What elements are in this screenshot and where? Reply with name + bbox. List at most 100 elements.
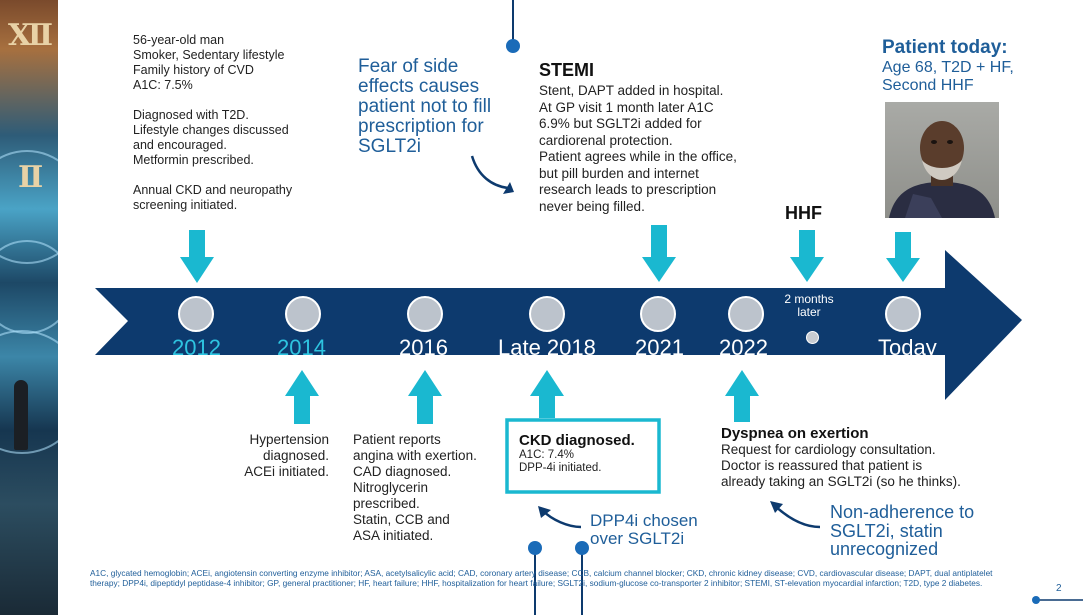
timeline-node bbox=[407, 296, 443, 332]
stemi-title: STEMI bbox=[539, 60, 595, 80]
down-arrow-icon bbox=[790, 230, 824, 282]
ckd-box-border bbox=[505, 418, 661, 494]
text-line: Fear of side bbox=[358, 56, 459, 77]
text-line: ASA initiated. bbox=[353, 528, 434, 543]
text-line: diagnosed. bbox=[262, 448, 329, 463]
text-line: effects causes bbox=[358, 76, 480, 97]
text-line: cardiorenal protection. bbox=[539, 132, 673, 148]
text-line: 6.9% but SGLT2i added for bbox=[539, 116, 702, 131]
text-line: Statin, CCB and bbox=[353, 512, 450, 527]
ckd-title: CKD diagnosed. bbox=[519, 432, 635, 449]
curved-arrow-icon bbox=[541, 509, 582, 529]
text-line: Lifestyle changes discussed bbox=[133, 123, 289, 137]
down-arrow-icon bbox=[642, 225, 676, 282]
dyspnea-title: Dyspnea on exertion bbox=[721, 425, 869, 442]
up-arrow-icon bbox=[285, 370, 319, 424]
year-label: 2016 bbox=[399, 335, 448, 360]
interval-label-line: 2 months bbox=[784, 292, 834, 306]
fear-side-effects-callout: Fear of side effects causes patient not … bbox=[358, 57, 491, 157]
initial-presentation-text: 56-year-old man Smoker, Sedentary lifest… bbox=[133, 33, 292, 213]
text-line: Patient agrees while in the office, bbox=[539, 149, 737, 164]
connector-dot bbox=[506, 39, 520, 53]
dpp4i-callout: DPP4i chosen over SGLT2i bbox=[590, 512, 698, 548]
text-line: SGLT2i bbox=[358, 136, 422, 157]
year-label: 2012 bbox=[172, 335, 221, 360]
interval-label: 2 months later bbox=[774, 293, 844, 319]
abbreviations-footnote: A1C, glycated hemoglobin; ACEi, angioten… bbox=[90, 568, 993, 588]
connector-dot bbox=[528, 541, 542, 555]
year-label: 2022 bbox=[719, 335, 768, 360]
text-line: A1C: 7.4% bbox=[519, 449, 574, 461]
up-arrow-icon bbox=[530, 370, 564, 418]
stemi-event: STEMI Stent, DAPT added in hospital. At … bbox=[539, 60, 737, 215]
roman-numeral-decoration: Ⅻ bbox=[8, 18, 54, 53]
text-line: Hypertension bbox=[249, 432, 329, 447]
connector-dot bbox=[1032, 596, 1040, 604]
year-label: 2014 bbox=[277, 335, 326, 360]
text-line: Doctor is reassured that patient is bbox=[721, 458, 923, 473]
text-line: screening initiated. bbox=[133, 198, 238, 212]
curved-arrow-icon bbox=[773, 504, 821, 529]
patient-today-details: Age 68, T2D + HF, Second HHF bbox=[882, 59, 1014, 95]
down-arrows bbox=[180, 225, 920, 283]
text-line: Annual CKD and neuropathy bbox=[133, 183, 293, 197]
text-line: Family history of CVD bbox=[133, 63, 254, 77]
text-line: DPP4i chosen bbox=[590, 511, 698, 530]
text-line: Smoker, Sedentary lifestyle bbox=[133, 48, 285, 62]
arrowhead-icon bbox=[770, 501, 783, 513]
text-line: ACEi initiated. bbox=[244, 464, 329, 479]
text-line: CAD diagnosed. bbox=[353, 464, 452, 479]
text-line: unrecognized bbox=[830, 539, 939, 559]
arrowhead-icon bbox=[538, 506, 551, 518]
patient-photo bbox=[885, 102, 999, 218]
up-arrow-icon bbox=[725, 370, 759, 422]
text-line: At GP visit 1 month later A1C bbox=[539, 99, 714, 115]
text-line: SGLT2i, statin bbox=[830, 520, 943, 541]
text-line: Patient reports bbox=[353, 432, 441, 447]
timeline-node bbox=[728, 296, 764, 332]
text-line: already taking an SGLT2i (so he thinks). bbox=[721, 474, 961, 489]
dyspnea-details: Request for cardiology consultation. Doc… bbox=[721, 442, 961, 490]
clock-ring-decoration bbox=[0, 330, 58, 454]
timeline-node bbox=[885, 296, 921, 332]
text-line: but pill burden and internet bbox=[539, 165, 699, 181]
hypertension-event: Hypertension diagnosed. ACEi initiated. bbox=[228, 432, 329, 480]
text-line: Nitroglycerin bbox=[353, 480, 429, 495]
text-line: and encouraged. bbox=[133, 138, 227, 152]
text-line: patient not to fill bbox=[358, 96, 492, 117]
patient-portrait-illustration bbox=[889, 121, 995, 218]
year-label: Late 2018 bbox=[498, 335, 596, 360]
timeline-node bbox=[640, 296, 676, 332]
timeline-node bbox=[529, 296, 565, 332]
text-line: A1C: 7.5% bbox=[133, 78, 193, 92]
patient-today-block: Patient today: Age 68, T2D + HF, Second … bbox=[882, 37, 1014, 95]
text-line: prescribed. bbox=[353, 496, 420, 511]
down-arrow-icon bbox=[886, 232, 920, 282]
text-line: over SGLT2i bbox=[590, 529, 685, 548]
ckd-details: A1C: 7.4% DPP-4i initiated. bbox=[519, 449, 635, 475]
patient-today-title: Patient today: bbox=[882, 37, 1008, 58]
up-arrows bbox=[285, 370, 759, 424]
arrowhead-icon bbox=[503, 182, 514, 194]
text-line: DPP-4i initiated. bbox=[519, 462, 602, 474]
text-line: research leads to prescription bbox=[539, 182, 717, 197]
connector-dot bbox=[575, 541, 589, 555]
text-line: never being filled. bbox=[539, 198, 645, 214]
curved-arrow-icon bbox=[470, 155, 509, 190]
text-line: prescription for bbox=[358, 116, 484, 137]
text-line: Diagnosed with T2D. bbox=[133, 108, 249, 122]
page-number: 2 bbox=[1056, 583, 1062, 594]
text-line: Metformin prescribed. bbox=[133, 153, 254, 167]
stemi-details: Stent, DAPT added in hospital. At GP vis… bbox=[539, 83, 737, 215]
text-line: angina with exertion. bbox=[353, 448, 477, 463]
dyspnea-event: Dyspnea on exertion Request for cardiolo… bbox=[721, 425, 961, 490]
year-label: Today bbox=[878, 335, 937, 360]
timeline-node bbox=[285, 296, 321, 332]
text-line: Request for cardiology consultation. bbox=[721, 442, 936, 457]
timeline-minor-node bbox=[806, 331, 819, 344]
nonadherence-callout: Non-adherence to SGLT2i, statin unrecogn… bbox=[830, 503, 974, 559]
person-silhouette bbox=[14, 380, 28, 450]
decorative-clock-artwork: Ⅻ Ⅱ bbox=[0, 0, 58, 615]
hhf-label: HHF bbox=[785, 203, 822, 223]
timeline-node bbox=[178, 296, 214, 332]
